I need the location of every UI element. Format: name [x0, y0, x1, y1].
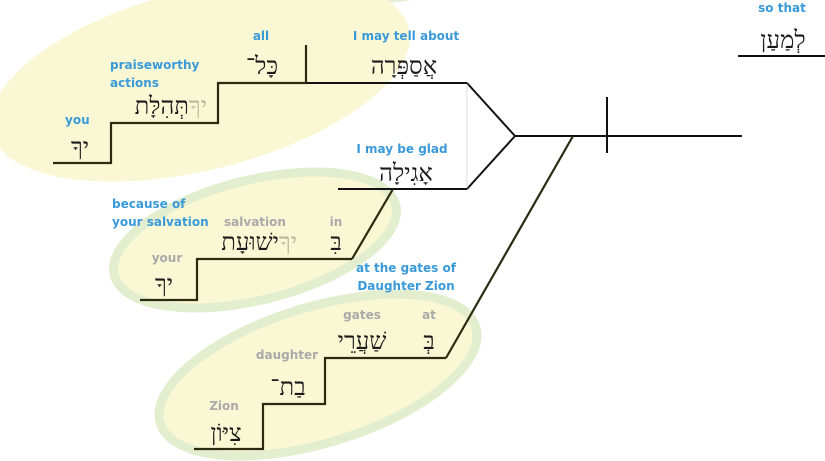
hebrew-all: כָּל־ [246, 52, 278, 80]
hebrew-gates: שַׁעֲרֵי [338, 327, 387, 355]
hebrew-in: בִּ [330, 228, 342, 256]
hebrew-so-that: לְמַעַן [760, 26, 805, 54]
salvation-connector [351, 188, 394, 260]
hebrew-glad: אָגִילָה [379, 159, 433, 187]
gloss-so-that: so that [758, 1, 806, 15]
hebrew-zion: צִיּוֹן [210, 419, 241, 447]
hebrew-salvation-suffix: יךָ [279, 228, 297, 256]
hebrew-praiseworthy-stem: תְּהִלָּת [135, 92, 189, 120]
compound-branch-lower [466, 135, 516, 190]
hebrew-praiseworthy: יךָתְּהִלָּת [135, 92, 207, 120]
gloss-tell: I may tell about [353, 29, 460, 43]
hebrew-praiseworthy-suffix: יךָ [189, 92, 207, 120]
gloss-at: at [422, 308, 436, 322]
hebrew-salvation: יךָישׁוּעָת [221, 228, 297, 256]
gates-staircase [194, 356, 446, 451]
gloss-zion: Zion [209, 399, 239, 413]
hebrew-daughter: בַת־ [270, 373, 305, 401]
compound-branch-upper [466, 82, 516, 137]
gloss-glad: I may be glad [356, 142, 447, 156]
salvation-staircase [140, 257, 352, 302]
salvation-phrase-highlight [109, 167, 401, 313]
object-staircase [53, 81, 306, 165]
gloss-praiseworthy-line1: praiseworthy [110, 58, 200, 72]
hebrew-your: יךָ [155, 270, 173, 298]
gloss-because-of-line2: your salvation [112, 215, 209, 229]
gates-connector [445, 135, 574, 359]
gloss-all: all [253, 29, 269, 43]
gloss-praiseworthy-line2: actions [110, 76, 159, 90]
gloss-salvation: salvation [224, 215, 286, 229]
object-phrase-highlight [0, 0, 410, 182]
gloss-gates-group-line2: Daughter Zion [357, 279, 454, 293]
hebrew-tell: אֲסַפְּרָה [371, 52, 437, 80]
gates-phrase-highlight [154, 289, 482, 461]
gloss-gates-group-line1: at the gates of [356, 261, 457, 275]
hebrew-you: יךָ [71, 133, 89, 161]
gloss-daughter: daughter [256, 348, 318, 362]
gloss-because-of-line1: because of [112, 197, 186, 211]
hebrew-salvation-stem: ישׁוּעָת [221, 228, 279, 256]
hebrew-at: בְּ [423, 327, 435, 355]
gloss-in: in [330, 215, 343, 229]
gloss-you: you [65, 113, 90, 127]
gloss-your: your [152, 251, 183, 265]
gloss-gates: gates [343, 308, 381, 322]
